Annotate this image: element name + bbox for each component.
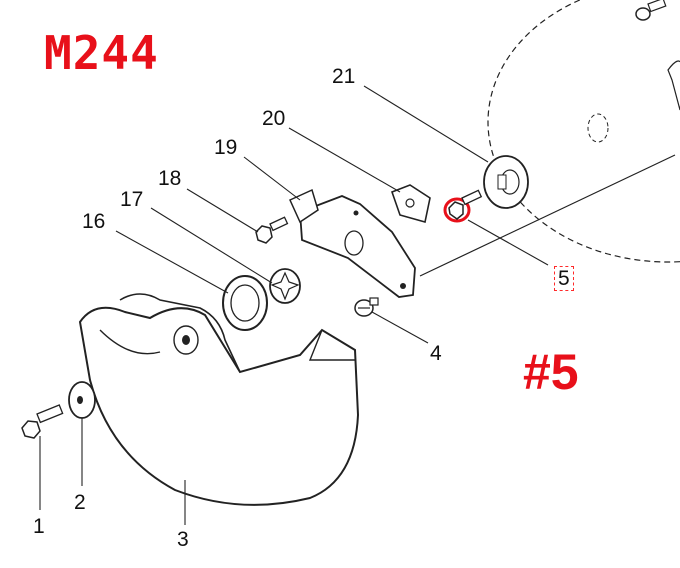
model-code: M244 (44, 26, 159, 80)
callout-16: 16 (82, 210, 106, 233)
safety-cover (78, 293, 360, 506)
spring-16 (222, 275, 268, 331)
bolt-18 (255, 216, 289, 244)
callout-19: 19 (214, 136, 238, 159)
callout-18: 18 (158, 167, 182, 190)
callout-5: 5 (554, 266, 574, 291)
bolt-4 (354, 297, 379, 317)
highlighted-part-number: #5 (523, 344, 579, 400)
callout-2: 2 (74, 491, 86, 514)
callout-4: 4 (430, 342, 442, 365)
callout-20: 20 (262, 107, 286, 130)
blade-screw (635, 0, 667, 21)
saw-blade (487, 0, 680, 263)
callout-17: 17 (120, 188, 144, 211)
bolt-1 (21, 404, 64, 439)
star-washer-17 (269, 268, 301, 304)
bolt-5 (443, 189, 483, 223)
callout-1: 1 (33, 515, 45, 538)
outer-flange (483, 155, 529, 209)
leader-lines (39, 85, 549, 525)
callout-3: 3 (177, 528, 189, 551)
callout-21: 21 (332, 65, 356, 88)
spindle-axis (419, 154, 676, 277)
washer-2 (68, 381, 96, 419)
